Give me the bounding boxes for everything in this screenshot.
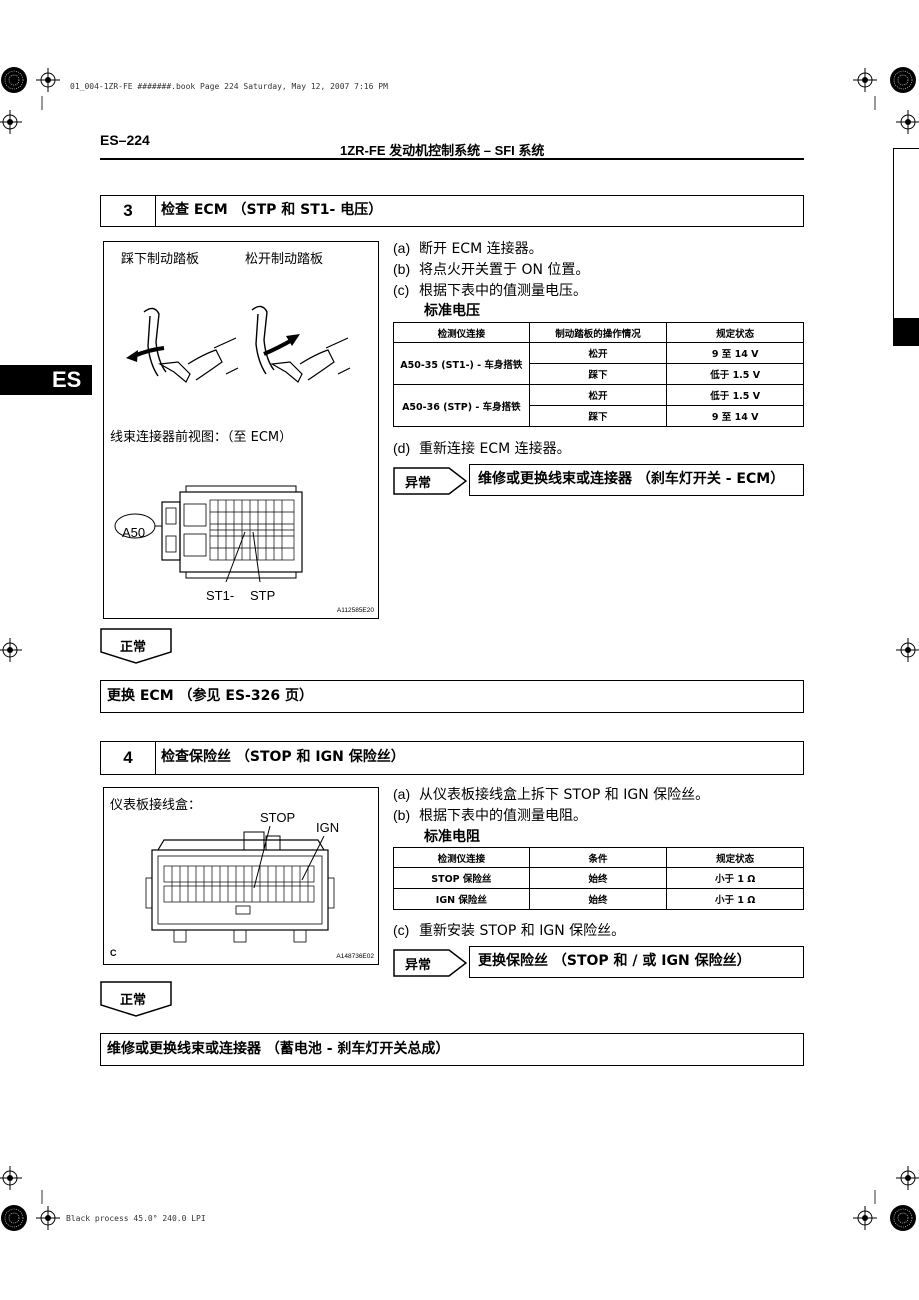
edge-bar <box>893 148 919 319</box>
edge-bar-block <box>893 318 919 346</box>
table-row: 踩下 9 至 14 V <box>394 405 804 427</box>
down-arrow-tag-icon <box>100 981 172 1017</box>
col-header: 条件 <box>528 847 668 868</box>
standard-resistance-title: 标准电阻 <box>424 829 480 845</box>
arrow-tag-icon <box>393 467 467 495</box>
junction-block-caption: 仪表板接线盒： <box>110 798 202 813</box>
figure-corner-letter: C <box>110 948 117 958</box>
resistance-spec-table: 检测仪连接 条件 规定状态 STOP 保险丝 始终 小于 1 Ω IGN 保险丝… <box>393 847 804 910</box>
brake-pedal-illustration <box>126 305 351 383</box>
step-number: 4 <box>101 742 156 774</box>
table-row: STOP 保险丝 始终 小于 1 Ω <box>393 867 804 889</box>
table-row: A50-36 (STP) - 车身搭铁 松开 低于 1.5 V <box>393 384 804 427</box>
instruction-b: (b)将点火开关置于 ON 位置。 <box>393 261 590 278</box>
normal-action-3: 更换 ECM （参见 ES-326 页） <box>100 680 804 713</box>
step-4-instructions: (a)从仪表板接线盒上拆下 STOP 和 IGN 保险丝。 (b)根据下表中的值… <box>393 784 709 826</box>
step-title: 检查 ECM （STP 和 ST1- 电压） <box>161 202 383 218</box>
col-header: 检测仪连接 <box>393 322 530 343</box>
connector-caption: 线束连接器前视图：（至 ECM） <box>110 430 293 445</box>
print-info-top: 01_004-1ZR-FE #######.book Page 224 Satu… <box>70 82 388 91</box>
table-row: 踩下 低于 1.5 V <box>394 363 804 385</box>
instruction-c: (c)根据下表中的值测量电压。 <box>393 282 587 299</box>
label-ign: IGN <box>316 820 340 835</box>
table-row: IGN 保险丝 始终 小于 1 Ω <box>393 888 804 910</box>
section-tab: ES <box>0 365 92 395</box>
down-arrow-tag-icon <box>100 628 172 664</box>
col-header: 规定状态 <box>666 322 804 343</box>
step-title: 检查保险丝 （STOP 和 IGN 保险丝） <box>161 749 405 765</box>
arrow-tag-icon <box>393 949 467 977</box>
voltage-spec-table: 检测仪连接 制动踏板的操作情况 规定状态 A50-35 (ST1-) - 车身搭… <box>393 322 804 427</box>
page-title: 1ZR-FE 发动机控制系统 – SFI 系统 <box>340 143 545 158</box>
instruction-a: (a)从仪表板接线盒上拆下 STOP 和 IGN 保险丝。 <box>393 786 710 803</box>
col-header: 制动踏板的操作情况 <box>528 322 668 343</box>
step-3-instructions: (a)断开 ECM 连接器。 (b)将点火开关置于 ON 位置。 (c)根据下表… <box>393 238 589 301</box>
normal-action-4: 维修或更换线束或连接器 （蓄电池 - 刹车灯开关总成） <box>100 1033 804 1066</box>
abnormal-action-3: 维修或更换线束或连接器 （刹车灯开关 - ECM） <box>469 464 804 496</box>
abnormal-action-4: 更换保险丝 （STOP 和 / 或 IGN 保险丝） <box>469 946 804 978</box>
label-stop: STOP <box>260 810 296 825</box>
figure-id: A148736E02 <box>336 953 374 960</box>
ecm-connector-drawing <box>114 485 303 583</box>
instruction-a: (a)断开 ECM 连接器。 <box>393 240 543 257</box>
figure-id: A112585E20 <box>336 607 374 614</box>
pin-st1: ST1- <box>206 588 235 603</box>
step-3-figure: 踩下制动踏板 松开制动踏板 线束连接器前视图：（至 ECM） <box>103 241 379 619</box>
label-release-pedal: 松开制动踏板 <box>245 252 324 267</box>
step-4-figure: 仪表板接线盒： STOP IGN <box>103 787 379 965</box>
junction-block-drawing <box>145 825 335 943</box>
label-press-pedal: 踩下制动踏板 <box>121 252 200 267</box>
page-code: ES–224 <box>100 132 150 148</box>
print-info-bottom: Black process 45.0° 240.0 LPI <box>66 1214 206 1223</box>
instruction-b: (b)根据下表中的值测量电阻。 <box>393 807 587 824</box>
instruction-c: (c)重新安装 STOP 和 IGN 保险丝。 <box>393 922 626 939</box>
pin-stp: STP <box>250 588 276 603</box>
abnormal-tag-3: 异常 <box>393 467 467 495</box>
step-4-header: 4 检查保险丝 （STOP 和 IGN 保险丝） <box>100 741 804 775</box>
normal-tag-4: 正常 <box>100 981 172 1017</box>
col-header: 检测仪连接 <box>393 847 530 868</box>
normal-tag-3: 正常 <box>100 628 172 664</box>
step-number: 3 <box>101 196 156 226</box>
abnormal-tag-4: 异常 <box>393 949 467 977</box>
instruction-d: (d)重新连接 ECM 连接器。 <box>393 440 571 457</box>
col-header: 规定状态 <box>666 847 804 868</box>
step-3-header: 3 检查 ECM （STP 和 ST1- 电压） <box>100 195 804 227</box>
table-row: A50-35 (ST1-) - 车身搭铁 松开 9 至 14 V <box>393 342 804 385</box>
header-rule <box>100 158 804 160</box>
connector-id: A50 <box>122 525 146 540</box>
standard-voltage-title: 标准电压 <box>424 303 480 319</box>
